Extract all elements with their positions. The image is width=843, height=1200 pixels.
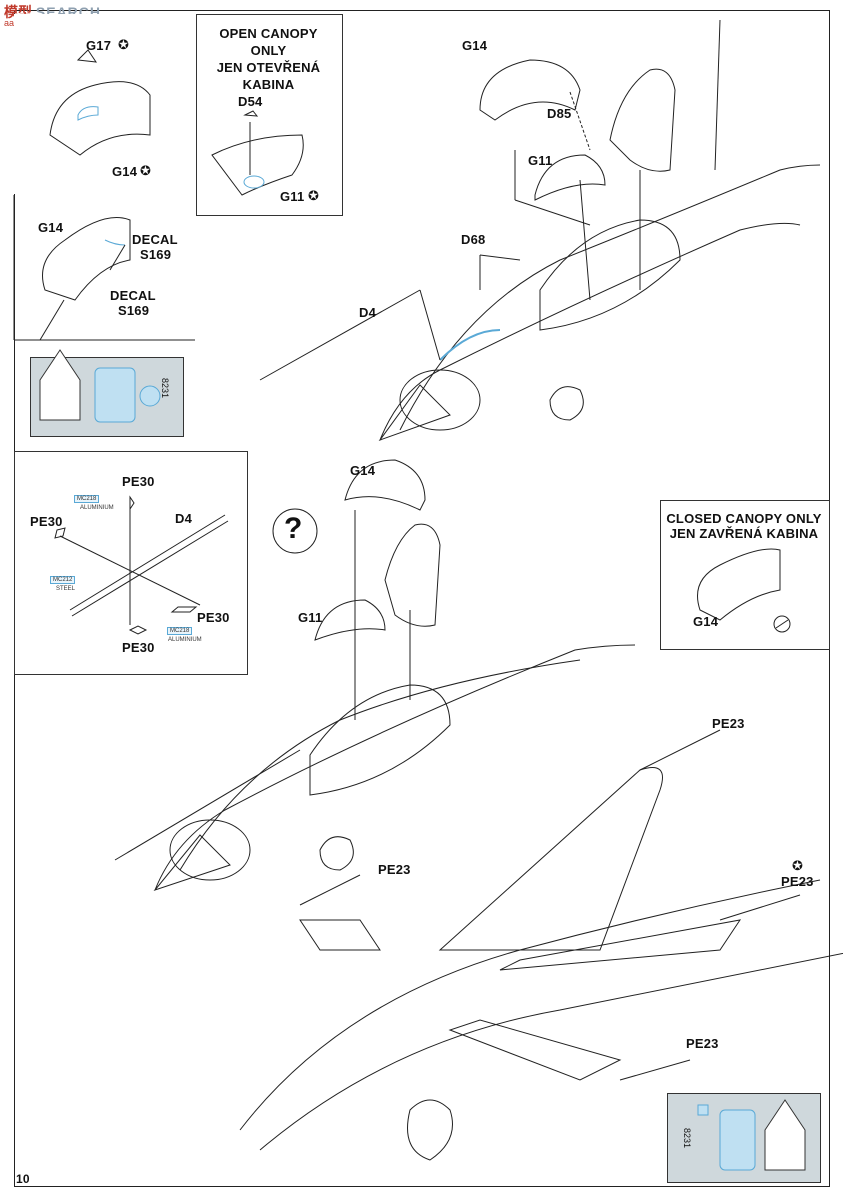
- closed-canopy-title-2: JEN ZAVŘENÁ KABINA: [669, 526, 819, 541]
- paint-name-aluminium-a: ALUMINIUM: [80, 505, 114, 511]
- fret-number-a: 8231: [160, 378, 170, 399]
- label-pe23-a: PE23: [712, 716, 745, 731]
- paint-name-aluminium-b: ALUMINIUM: [168, 637, 202, 643]
- label-pe30-a: PE30: [122, 474, 155, 489]
- label-g14-d: G14: [350, 463, 376, 478]
- label-g11-a: G11: [280, 189, 305, 204]
- label-decal-b1: DECAL: [110, 288, 156, 303]
- label-pe23-c: PE23: [781, 874, 814, 889]
- label-g14-b: G14: [38, 220, 64, 235]
- label-g11-b: G11: [528, 153, 553, 168]
- page-number: 10: [16, 1172, 30, 1186]
- star-icon: ✪: [140, 163, 151, 178]
- open-canopy-title-2: ONLY: [250, 43, 287, 58]
- label-d4-a: D4: [359, 305, 377, 320]
- label-d54: D54: [238, 94, 263, 109]
- label-decal-a1: DECAL: [132, 232, 178, 247]
- label-g17: G17: [86, 38, 112, 53]
- label-pe30-d: PE30: [122, 640, 155, 655]
- canopy-detail-inset-a: [14, 14, 194, 194]
- closed-canopy-title-1: CLOSED CANOPY ONLY: [666, 511, 822, 526]
- pe-detail-inset: [14, 451, 248, 675]
- label-pe30-c: PE30: [197, 610, 230, 625]
- label-d68: D68: [461, 232, 486, 247]
- paint-tag-mc212: MC212: [50, 576, 76, 584]
- star-icon: ✪: [792, 858, 803, 873]
- star-icon: ✪: [118, 37, 129, 52]
- label-decal-a2: S169: [140, 247, 172, 262]
- open-canopy-inset: [196, 14, 343, 216]
- paint-tag-mc218-b: MC218: [167, 627, 193, 635]
- label-decal-b2: S169: [118, 303, 150, 318]
- label-g14-c: G14: [462, 38, 488, 53]
- label-pe23-d: PE23: [686, 1036, 719, 1051]
- fret-number-b: 8231: [682, 1128, 692, 1149]
- open-canopy-title-3: JEN OTEVŘENÁ: [216, 60, 321, 75]
- question-mark-icon: ?: [284, 512, 303, 545]
- closed-canopy-inset: [660, 500, 830, 650]
- label-g14-e: G14: [693, 614, 719, 629]
- paint-name-steel: STEEL: [56, 586, 76, 592]
- open-canopy-title-4: KABINA: [242, 77, 295, 92]
- star-icon: ✪: [308, 188, 319, 203]
- label-pe30-b: PE30: [30, 514, 63, 529]
- paint-tag-mc218-a: MC218: [74, 495, 100, 503]
- label-d4-b: D4: [175, 511, 193, 526]
- label-g14-a: G14: [112, 164, 138, 179]
- label-pe23-b: PE23: [378, 862, 411, 877]
- label-g11-c: G11: [298, 610, 323, 625]
- label-d85: D85: [547, 106, 572, 121]
- open-canopy-title-1: OPEN CANOPY: [219, 26, 318, 41]
